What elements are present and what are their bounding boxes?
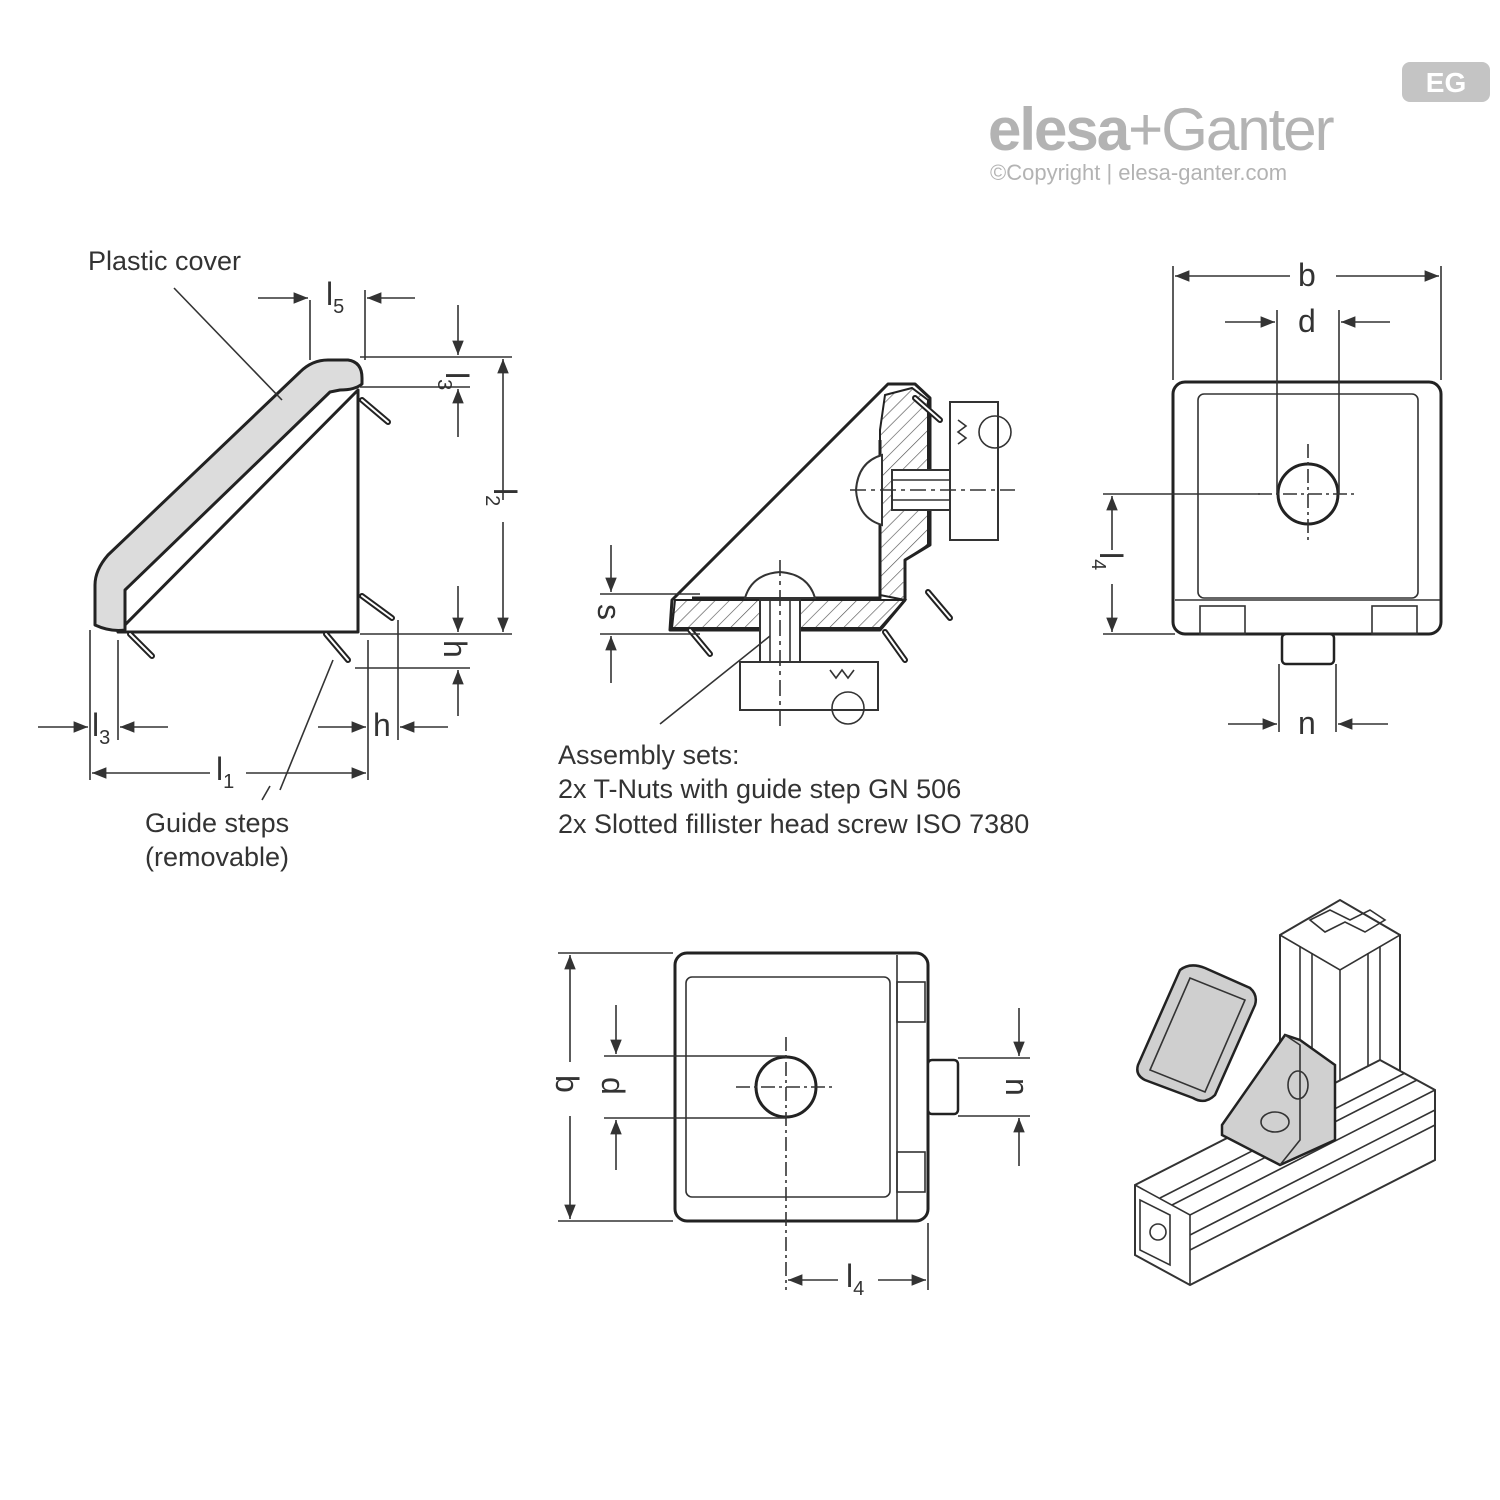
plastic-cover-label: Plastic cover bbox=[88, 246, 241, 276]
dim-l1-sub: 1 bbox=[223, 771, 234, 793]
t-nut-tab bbox=[1280, 632, 1336, 666]
assembly-sets-title: Assembly sets: bbox=[558, 740, 740, 770]
dim-n-top: n bbox=[1298, 705, 1316, 741]
plastic-cover-shape bbox=[93, 358, 364, 632]
dim-l3-vert: l bbox=[439, 372, 475, 379]
side-view: Plastic cover Guide steps (removable) l5… bbox=[38, 246, 523, 872]
svg-text:l4: l4 bbox=[846, 1258, 864, 1300]
svg-text:l4: l4 bbox=[1087, 552, 1129, 570]
dim-d-bottom: d bbox=[595, 1077, 631, 1095]
horizontal-profile bbox=[1134, 1058, 1436, 1287]
dim-l3-vert-sub: 3 bbox=[433, 379, 455, 390]
dim-l3-horiz-sub: 3 bbox=[99, 727, 110, 749]
guide-steps-sub-label: (removable) bbox=[145, 842, 289, 872]
dim-l2: l bbox=[487, 488, 523, 495]
top-view: b d n l4 bbox=[549, 951, 1035, 1300]
section-view: s Assembly sets: 2x T-Nuts with guide st… bbox=[558, 382, 1029, 839]
isometric-view bbox=[1134, 898, 1436, 1287]
front-view: b d l4 n bbox=[1087, 257, 1443, 741]
dim-h-horiz: h bbox=[373, 707, 391, 743]
svg-text:l3: l3 bbox=[92, 707, 110, 749]
dim-b-top: b bbox=[1298, 257, 1316, 293]
assembly-sets-line1: 2x T-Nuts with guide step GN 506 bbox=[558, 774, 961, 804]
brand-logo: EG elesa+Ganter ©Copyright | elesa-gante… bbox=[988, 62, 1490, 185]
t-nut-vert bbox=[949, 401, 999, 541]
bracket-body-side bbox=[116, 388, 360, 634]
svg-text:l5: l5 bbox=[326, 276, 344, 318]
logo-plus: + bbox=[1128, 96, 1161, 163]
iso-cover bbox=[1136, 964, 1258, 1103]
assembly-sets-line2: 2x Slotted fillister head screw ISO 7380 bbox=[558, 809, 1029, 839]
copyright-text: ©Copyright | elesa-ganter.com bbox=[990, 160, 1287, 185]
svg-text:l1: l1 bbox=[216, 751, 234, 793]
svg-text:l3: l3 bbox=[433, 372, 475, 390]
svg-text:l2: l2 bbox=[481, 488, 523, 506]
dim-l5-sub: 5 bbox=[333, 296, 344, 318]
t-nut-tab-side bbox=[926, 1058, 960, 1116]
logo-ganter-word: Ganter bbox=[1161, 96, 1333, 163]
dim-l1: l bbox=[216, 751, 223, 787]
t-nut-horiz bbox=[739, 661, 879, 711]
dim-n-bottom: n bbox=[999, 1078, 1035, 1096]
logo-elesa: elesa+Ganter bbox=[988, 96, 1334, 163]
eg-badge-text: EG bbox=[1426, 67, 1466, 98]
dim-h-vert: h bbox=[437, 640, 473, 658]
dim-d-top: d bbox=[1298, 303, 1316, 339]
dim-l3-horiz: l bbox=[92, 707, 99, 743]
eg-badge-icon bbox=[1402, 62, 1490, 102]
dim-l2-sub: 2 bbox=[481, 495, 503, 506]
dim-s: s bbox=[591, 604, 627, 620]
dim-b-bottom: b bbox=[549, 1075, 585, 1093]
dim-l4-bottom-sub: 4 bbox=[853, 1278, 864, 1300]
dim-l4-top-sub: 4 bbox=[1087, 559, 1109, 570]
dim-l4-top: l bbox=[1093, 552, 1129, 559]
guide-steps-label: Guide steps bbox=[145, 808, 289, 838]
dim-l4-bottom: l bbox=[846, 1258, 853, 1294]
logo-elesa-word: elesa bbox=[988, 96, 1131, 163]
dim-l5: l bbox=[326, 276, 333, 312]
